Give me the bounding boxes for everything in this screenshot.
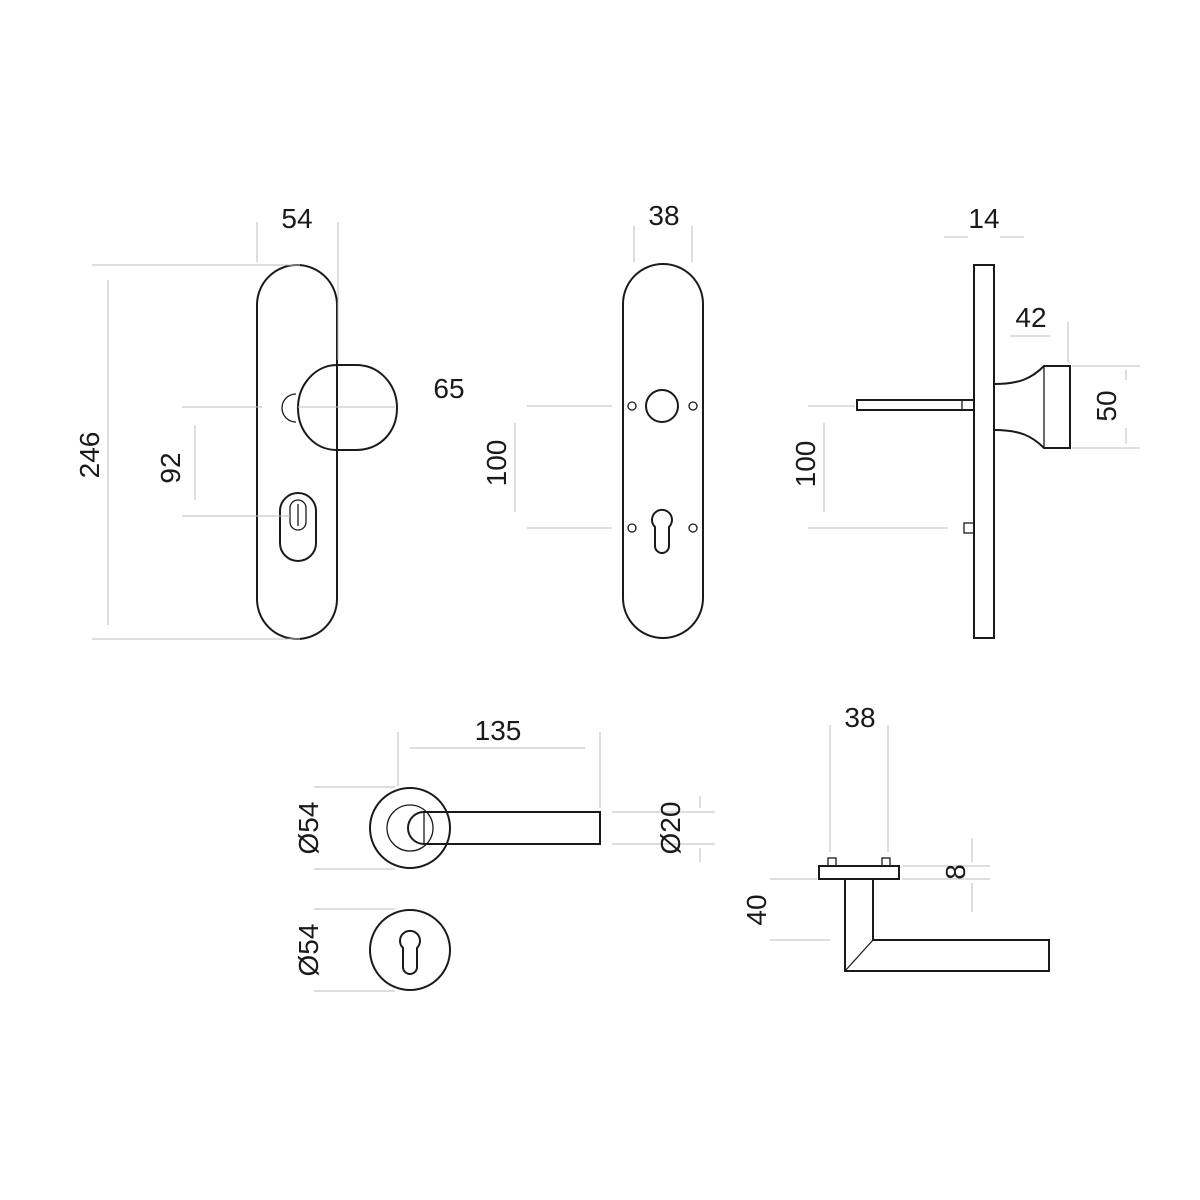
screw-hole [688, 401, 698, 411]
dim-side-plate-thickness: 14 [968, 203, 999, 234]
lever-rose-inner [386, 804, 434, 852]
dim-plate-height: 246 [74, 432, 105, 479]
profile-cylinder-cutout [651, 508, 673, 554]
lever-side-profile [844, 879, 1050, 972]
dim-back-plate-spacing: 100 [481, 440, 512, 487]
escutcheon-view: Ø54 [293, 908, 451, 992]
side-cylinder-stub [963, 522, 975, 534]
dim-back-plate-width: 38 [648, 200, 679, 231]
dim-side-spacing: 100 [790, 441, 821, 488]
dim-lever-side-rose-thickness: 8 [940, 864, 971, 880]
side-knob-outline [993, 365, 1071, 449]
lever-side-screw [827, 857, 837, 867]
dim-side-knob-depth: 42 [1015, 302, 1046, 333]
front-view-knob-plate: 54 246 65 92 [74, 203, 465, 640]
dim-lever-side-height: 40 [741, 894, 772, 925]
side-view: 14 42 50 100 [790, 203, 1140, 639]
side-plate-outline [973, 264, 995, 639]
spindle-hole [645, 389, 679, 423]
knob-outline [296, 364, 399, 451]
screw-hole [627, 401, 637, 411]
lever-rose-outer [369, 787, 451, 869]
lever-side-bend [844, 939, 874, 972]
side-spindle [856, 399, 975, 411]
cylinder-escutcheon [279, 492, 317, 562]
lever-side-screw [881, 857, 891, 867]
lever-bar [407, 811, 601, 845]
dim-lever-length: 135 [475, 715, 522, 746]
lever-side-view: 38 8 40 [741, 702, 1050, 972]
escutcheon-outline [369, 909, 451, 991]
knob-neck [281, 393, 297, 423]
dim-lever-bar-diameter: Ø20 [655, 802, 686, 855]
escutcheon-cylinder-cutout [399, 929, 421, 975]
dim-rose-diameter: Ø54 [293, 802, 324, 855]
dim-side-knob-diameter: 50 [1091, 390, 1122, 421]
lever-side-rose [818, 865, 900, 880]
cylinder-keyhole [289, 499, 307, 531]
dim-plate-width: 54 [281, 203, 312, 234]
dim-lever-side-rose-width: 38 [844, 702, 875, 733]
back-view-plate: 38 100 [481, 200, 704, 639]
front-plate-outline [256, 264, 338, 640]
dim-knob-projection: 65 [433, 373, 464, 404]
screw-hole [688, 523, 698, 533]
back-plate-outline [622, 263, 704, 639]
screw-hole [627, 523, 637, 533]
side-spindle-collar [961, 399, 975, 411]
lever-front-view: 135 Ø54 Ø20 [293, 715, 715, 870]
dim-knob-to-cylinder: 92 [155, 452, 186, 483]
dim-escutcheon-diameter: Ø54 [293, 924, 324, 977]
